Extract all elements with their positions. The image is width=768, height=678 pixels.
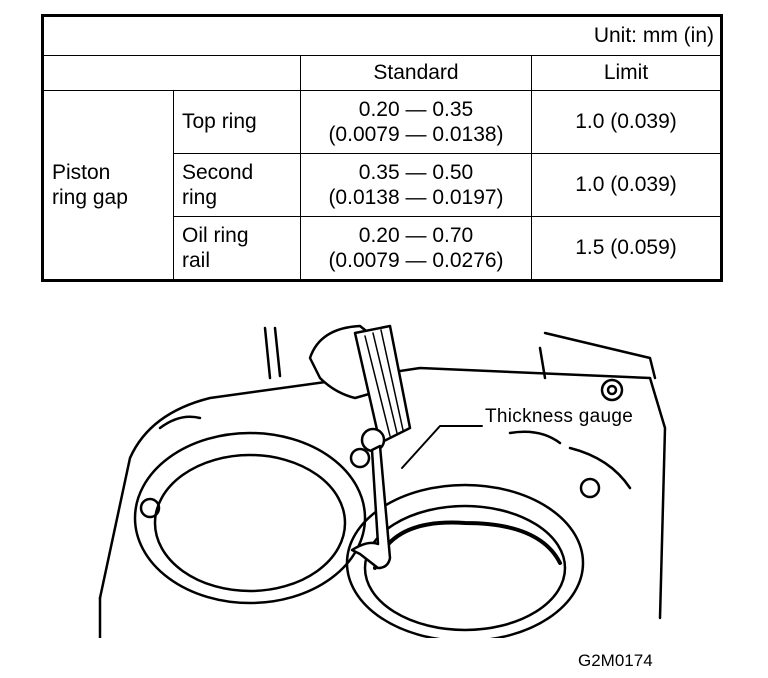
thickness-gauge-label: Thickness gauge: [485, 406, 634, 427]
table-row: Second ring 0.35 — 0.50 (0.0138 — 0.0197…: [43, 153, 722, 217]
row-standard: 0.20 — 0.35 (0.0079 — 0.0138): [300, 90, 532, 154]
row-limit: 1.0 (0.039): [531, 90, 722, 154]
header-standard: Standard: [300, 55, 532, 91]
group-label: Piston ring gap: [42, 90, 174, 281]
left-cylinder-bore: [133, 431, 367, 605]
row-limit: 1.5 (0.059): [531, 216, 722, 281]
header-limit: Limit: [531, 55, 722, 91]
block-outline: [98, 366, 667, 620]
unit-row: Unit: mm (in): [42, 15, 722, 56]
row-name: Top ring: [173, 90, 301, 154]
thickness-gauge-illustration: [98, 324, 667, 638]
spec-table: Unit: mm (in) Standard Limit Piston ring…: [41, 14, 723, 282]
header-row: Standard Limit: [42, 55, 722, 91]
header-blank: [42, 55, 301, 91]
right-cylinder-bore: [345, 483, 585, 638]
feeler-blade: [350, 444, 392, 570]
thickness-gauge-blades: [353, 324, 412, 445]
figure-id: G2M0174: [578, 651, 653, 670]
table-row: Piston ring gap Top ring 0.20 — 0.35 (0.…: [42, 90, 722, 281]
table-row: Oil ring rail 0.20 — 0.70 (0.0079 — 0.02…: [43, 216, 722, 281]
unit-label: Unit: mm (in): [42, 15, 722, 56]
row-standard: 0.20 — 0.70 (0.0079 — 0.0276): [300, 216, 532, 281]
callout-leader: [401, 425, 483, 469]
row-standard: 0.35 — 0.50 (0.0138 — 0.0197): [300, 153, 532, 217]
row-name: Second ring: [173, 153, 301, 217]
row-limit: 1.0 (0.039): [531, 153, 722, 217]
row-name: Oil ring rail: [173, 216, 301, 281]
